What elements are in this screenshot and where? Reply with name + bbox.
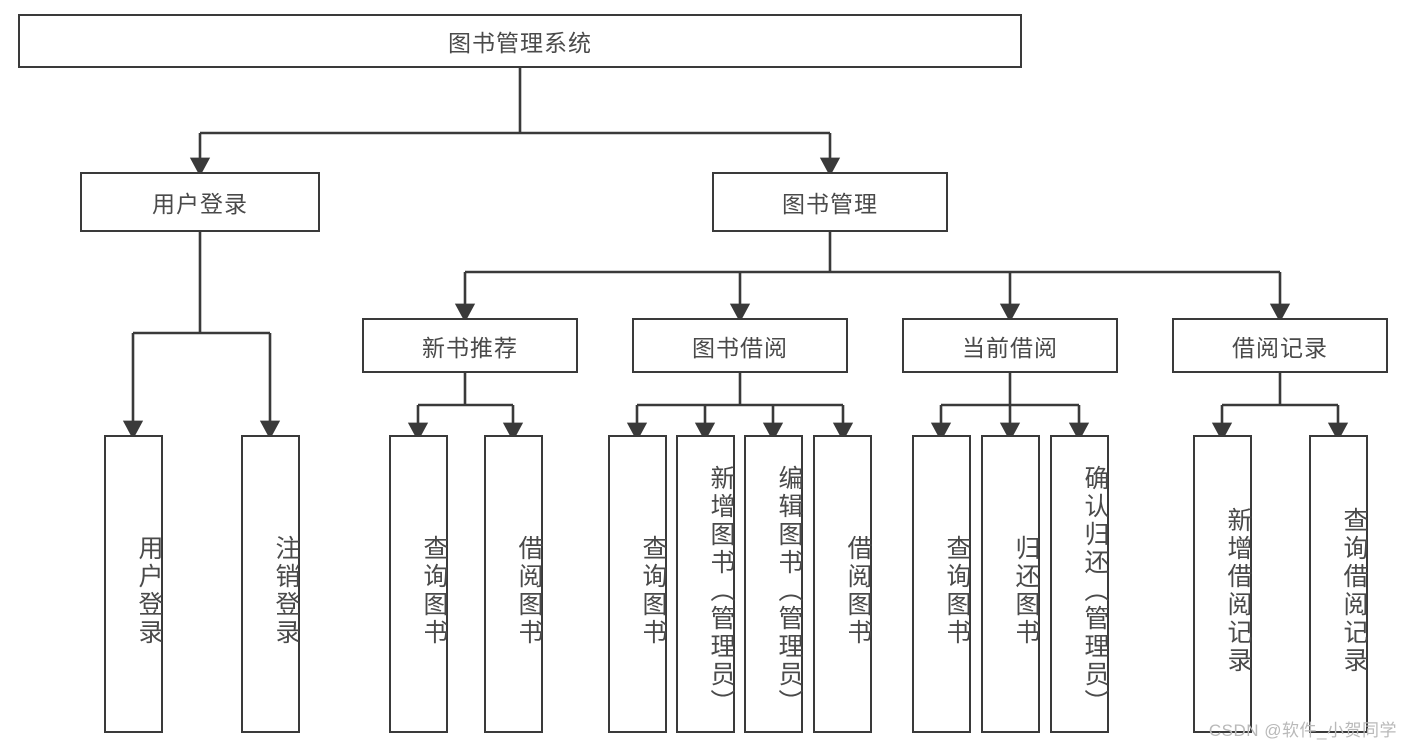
leaf-current-borrow-confirm-return[interactable]: 确认归还（管理员） — [1050, 435, 1109, 733]
node-label: 图书管理系统 — [448, 30, 592, 56]
node-label: 新增借阅记录 — [1224, 507, 1252, 675]
node-label: 查询借阅记录 — [1340, 507, 1368, 675]
node-new-book-recommend[interactable]: 新书推荐 — [362, 318, 578, 373]
node-label: 借阅记录 — [1232, 334, 1328, 361]
leaf-borrow-record-add[interactable]: 新增借阅记录 — [1193, 435, 1252, 733]
leaf-current-borrow-query[interactable]: 查询图书 — [912, 435, 971, 733]
leaf-user-login-login[interactable]: 用户登录 — [104, 435, 163, 733]
leaf-book-borrow-add[interactable]: 新增图书（管理员） — [676, 435, 735, 733]
leaf-user-login-logout[interactable]: 注销登录 — [241, 435, 300, 733]
node-borrow-record[interactable]: 借阅记录 — [1172, 318, 1388, 373]
node-label: 归还图书 — [1012, 535, 1040, 647]
node-label: 查询图书 — [420, 535, 448, 647]
node-label: 当前借阅 — [962, 334, 1058, 361]
node-label: 用户登录 — [135, 535, 163, 647]
leaf-borrow-record-query[interactable]: 查询借阅记录 — [1309, 435, 1368, 733]
node-label: 借阅图书 — [844, 535, 872, 647]
node-root-system[interactable]: 图书管理系统 — [18, 14, 1022, 68]
node-book-management[interactable]: 图书管理 — [712, 172, 948, 232]
leaf-book-borrow-edit[interactable]: 编辑图书（管理员） — [744, 435, 803, 733]
node-label: 查询图书 — [639, 535, 667, 647]
node-label: 新书推荐 — [422, 334, 518, 361]
leaf-new-book-borrow[interactable]: 借阅图书 — [484, 435, 543, 733]
node-label: 用户登录 — [152, 191, 248, 217]
node-current-borrow[interactable]: 当前借阅 — [902, 318, 1118, 373]
node-book-borrow[interactable]: 图书借阅 — [632, 318, 848, 373]
watermark: CSDN @软件_小贺同学 — [1208, 721, 1397, 740]
leaf-new-book-query[interactable]: 查询图书 — [389, 435, 448, 733]
leaf-book-borrow-borrow[interactable]: 借阅图书 — [813, 435, 872, 733]
node-user-login[interactable]: 用户登录 — [80, 172, 320, 232]
node-label: 注销登录 — [272, 535, 300, 647]
node-label: 查询图书 — [943, 535, 971, 647]
node-label: 图书管理 — [782, 191, 878, 217]
node-label: 图书借阅 — [692, 334, 788, 361]
node-label: 编辑图书（管理员） — [775, 465, 803, 717]
leaf-book-borrow-query[interactable]: 查询图书 — [608, 435, 667, 733]
leaf-current-borrow-return[interactable]: 归还图书 — [981, 435, 1040, 733]
node-label: 新增图书（管理员） — [707, 465, 735, 717]
node-label: 借阅图书 — [515, 535, 543, 647]
node-label: 确认归还（管理员） — [1081, 465, 1109, 717]
